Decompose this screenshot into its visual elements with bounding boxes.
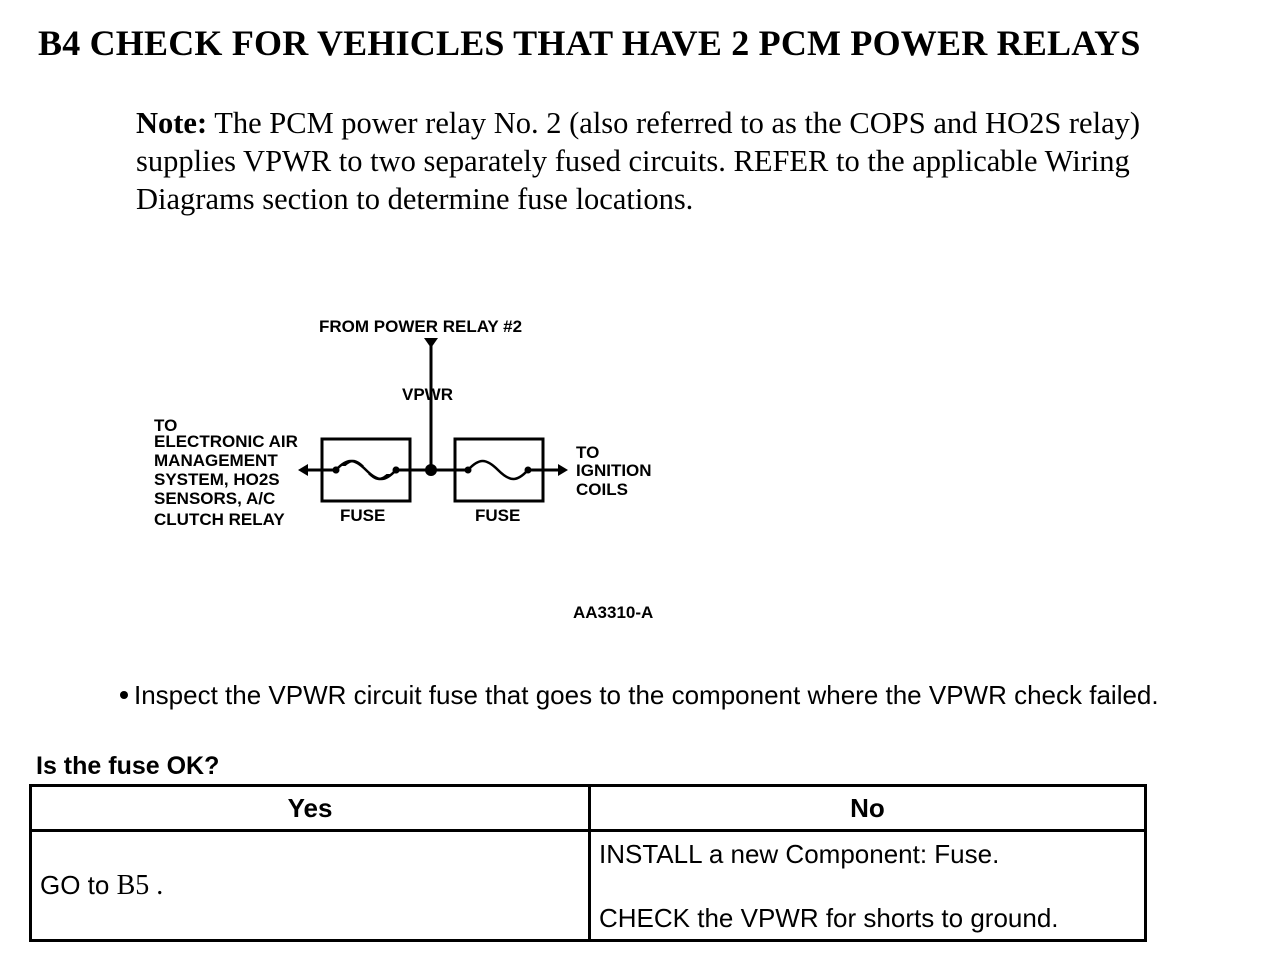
no-header: No [588,784,1147,832]
diagram-vpwr-label: VPWR [402,385,453,404]
instruction-text: Inspect the VPWR circuit fuse that goes … [134,680,1159,710]
svg-text:SENSORS, A/C: SENSORS, A/C [154,489,275,508]
left-fuse-element [335,459,397,481]
right-arrow-icon [558,464,568,476]
svg-text:TO: TO [154,416,177,435]
right-destination-label: TO IGNITION COILS [576,443,652,499]
yes-suffix: . [149,869,164,901]
diagram-source-label: FROM POWER RELAY #2 [319,317,522,336]
question-text: Is the fuse OK? [36,752,220,780]
page-title: B4 CHECK FOR VEHICLES THAT HAVE 2 PCM PO… [38,23,1141,63]
no-action-install: INSTALL a new Component: Fuse. [599,838,1000,869]
right-fuse-label: FUSE [475,506,520,525]
svg-text:COILS: COILS [576,480,628,499]
yes-prefix: GO to [40,869,117,900]
svg-text:IGNITION: IGNITION [576,461,652,480]
note-text: The PCM power relay No. 2 (also referred… [136,106,1141,216]
svg-text:TO: TO [576,443,599,462]
feed-arrow-icon [424,338,438,348]
svg-text:CLUTCH RELAY: CLUTCH RELAY [154,510,285,529]
bullet-dot-icon [120,691,128,699]
table-row: GO to B5 . INSTALL a new Component: Fuse… [29,829,1147,942]
yes-header: Yes [29,784,591,832]
junction-node [425,464,437,476]
svg-text:MANAGEMENT: MANAGEMENT [154,451,278,470]
answer-table: Yes No GO to B5 . INSTALL a new Componen… [29,784,1147,942]
left-destination-label: TO ELECTRONIC AIR MANAGEMENT SYSTEM, HO2… [154,416,298,529]
svg-text:SYSTEM, HO2S: SYSTEM, HO2S [154,470,280,489]
svg-text:ELECTRONIC AIR: ELECTRONIC AIR [154,432,298,451]
note-label: Note: [136,106,208,140]
note-paragraph: Note: The PCM power relay No. 2 (also re… [136,104,1246,218]
yes-cell: GO to B5 . [29,829,591,942]
right-fuse-symbol [453,437,545,503]
go-to-b5-link[interactable]: B5 [116,869,150,901]
left-arrow-icon [298,464,308,476]
instruction-bullet: Inspect the VPWR circuit fuse that goes … [120,680,1159,711]
no-action-check: CHECK the VPWR for shorts to ground. [599,902,1059,933]
left-fuse-label: FUSE [340,506,385,525]
figure-id: AA3310-A [573,603,653,622]
wiring-diagram: FROM POWER RELAY #2 VPWR TO ELECTRONIC A… [154,317,653,622]
table-header-row: Yes No [29,784,1147,832]
no-cell: INSTALL a new Component: Fuse. CHECK the… [588,829,1147,942]
right-fuse-element [467,459,529,481]
